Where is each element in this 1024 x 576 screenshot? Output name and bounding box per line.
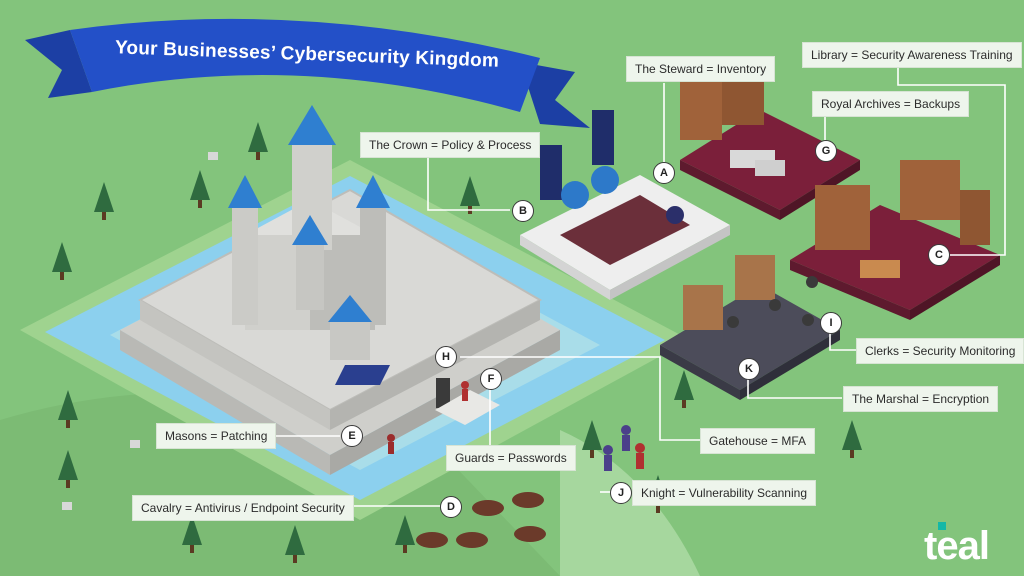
label-crown: The Crown = Policy & Process bbox=[360, 132, 541, 158]
courtyard-tile bbox=[335, 365, 390, 385]
marker-d: D bbox=[440, 496, 462, 518]
label-guards: Guards = Passwords bbox=[446, 445, 576, 471]
armory-room bbox=[660, 255, 840, 400]
logo-accent bbox=[938, 522, 946, 530]
inner-wall-left bbox=[140, 300, 330, 430]
marker-e: E bbox=[341, 425, 363, 447]
label-royal-archives: Royal Archives = Backups bbox=[812, 91, 970, 117]
bridge bbox=[435, 390, 500, 425]
marker-a: A bbox=[653, 162, 675, 184]
figures bbox=[387, 381, 645, 548]
label-knight: Knight = Vulnerability Scanning bbox=[632, 480, 816, 506]
marker-b: B bbox=[512, 200, 534, 222]
marker-j: J bbox=[610, 482, 632, 504]
label-steward: The Steward = Inventory bbox=[626, 56, 776, 82]
marker-k: K bbox=[738, 358, 760, 380]
throne-room bbox=[520, 110, 730, 300]
label-marshal: The Marshal = Encryption bbox=[843, 386, 999, 412]
inner-wall-right bbox=[330, 300, 540, 430]
gate-door bbox=[436, 378, 450, 408]
castle-wall-front-left bbox=[120, 330, 330, 475]
marker-g: G bbox=[815, 140, 837, 162]
title-banner bbox=[25, 18, 590, 128]
label-gatehouse: Gatehouse = MFA bbox=[700, 428, 816, 454]
rocks bbox=[62, 152, 218, 510]
marker-c: C bbox=[928, 244, 950, 266]
label-masons: Masons = Patching bbox=[156, 423, 277, 449]
tower-group bbox=[228, 105, 390, 360]
marker-f: F bbox=[480, 368, 502, 390]
marker-h: H bbox=[435, 346, 457, 368]
path-road bbox=[560, 430, 700, 576]
library-room bbox=[790, 160, 1000, 320]
label-cavalry: Cavalry = Antivirus / Endpoint Security bbox=[132, 495, 354, 521]
marker-i: I bbox=[820, 312, 842, 334]
label-library: Library = Security Awareness Training bbox=[802, 42, 1022, 68]
label-clerks: Clerks = Security Monitoring bbox=[856, 338, 1024, 364]
brand-logo: teal bbox=[924, 524, 990, 568]
